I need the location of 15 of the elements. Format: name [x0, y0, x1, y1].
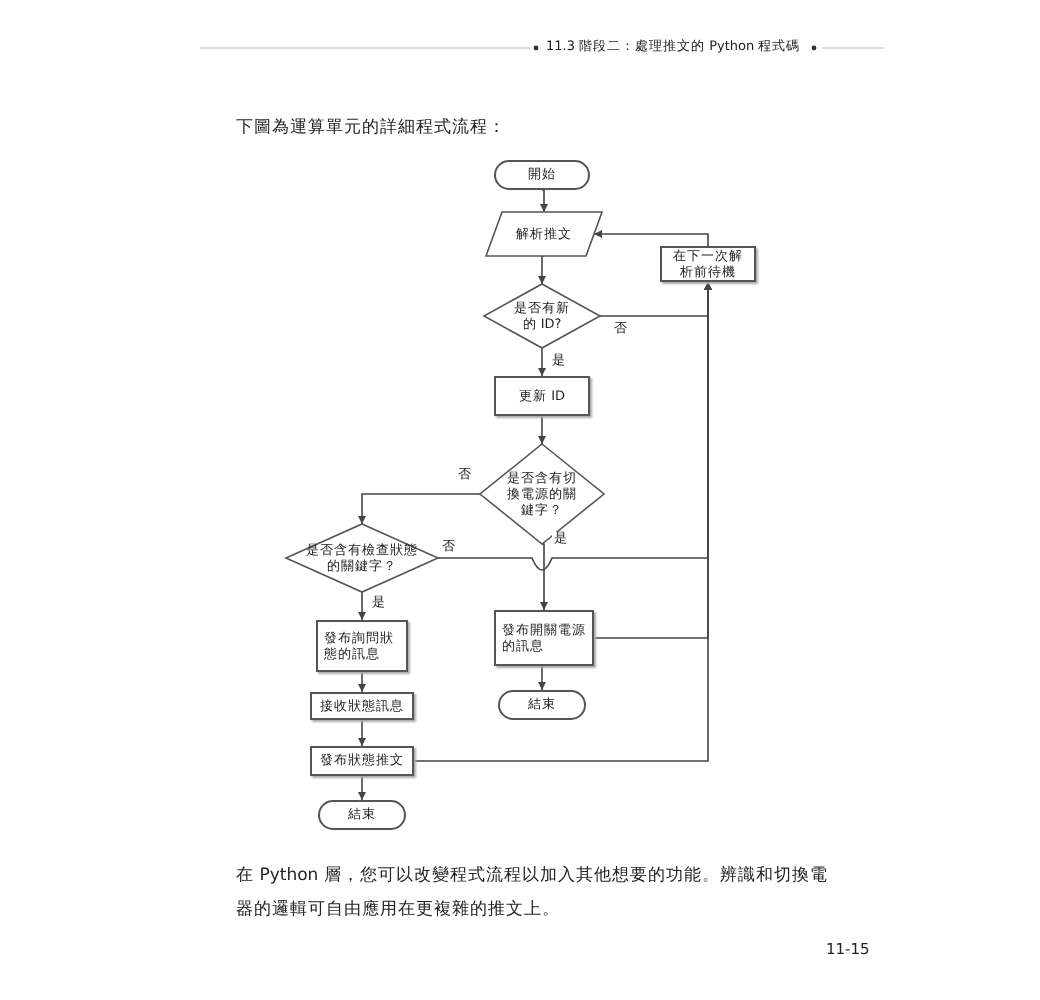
- arrow: [358, 591, 366, 621]
- arrow: [540, 189, 548, 213]
- intro-text: 下圖為運算單元的詳細程式流程：: [236, 116, 506, 140]
- arrow: [593, 230, 709, 247]
- arrow: [358, 719, 366, 747]
- arrow: [358, 671, 366, 693]
- arrow: [538, 347, 546, 377]
- arrow: [358, 493, 481, 525]
- arrow: [538, 665, 546, 691]
- body-paragraph: 在 Python 層，您可以改變程式流程以加入其他想要的功能。辨識和切換電器的邏輯可自由應用在更複雜的推文上。: [236, 863, 830, 924]
- arrow: [540, 543, 548, 611]
- arrow: [538, 255, 546, 285]
- arrow: [538, 415, 546, 445]
- arrow: [413, 281, 712, 762]
- arrow: [358, 775, 366, 801]
